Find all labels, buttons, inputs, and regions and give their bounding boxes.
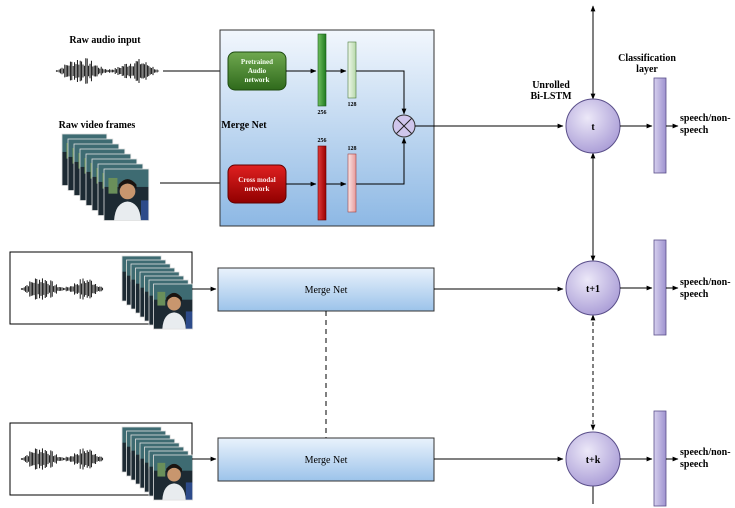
video-128-layer: [347, 153, 357, 213]
output-row2-line1: speech/non-: [680, 277, 731, 288]
classifier-bar-row3: [653, 410, 667, 507]
video-256-label: 256: [318, 138, 327, 144]
audio-256-label: 256: [318, 110, 327, 116]
audio-128-label: 128: [348, 102, 357, 108]
arrow-audio-128-to-merge-op: [356, 70, 407, 115]
audio-128-layer: [347, 41, 357, 99]
arrow-video-128-to-merge-op: [356, 137, 407, 185]
merge-net-row3-label: Merge Net: [305, 455, 348, 466]
audio-waveform-icon: [55, 58, 160, 84]
output-row3-line1: speech/non-: [680, 447, 731, 458]
output-row1-line2: speech: [680, 125, 709, 136]
unrolled-label: Unrolled: [532, 80, 570, 91]
audio-256-layer: [317, 33, 327, 107]
audio-waveform-icon: [20, 448, 104, 470]
lstm-node-tk-label: t+k: [586, 455, 601, 466]
audio-net-line-2: Audio: [248, 67, 267, 75]
merge-net-box-row3: [217, 437, 435, 482]
audio-net-line-3: network: [245, 76, 270, 84]
layer-label: layer: [636, 64, 658, 75]
cross-modal-network: [227, 164, 287, 204]
audio-waveform-icon: [20, 278, 104, 300]
merge-net-box-row2: [217, 267, 435, 312]
audio-net-line-1: Pretrained: [241, 58, 273, 66]
merge-net-title: Merge Net: [221, 120, 267, 131]
video-frames-icon: [121, 426, 194, 501]
output-row2-line2: speech: [680, 289, 709, 300]
classification-label: Classification: [618, 53, 676, 64]
bilstm-label: Bi-LSTM: [530, 91, 572, 102]
classifier-bar-row1: [653, 77, 667, 174]
merge-multiply-icon: [392, 114, 416, 138]
video-256-layer: [317, 145, 327, 221]
raw-video-frames-label: Raw video frames: [59, 120, 136, 131]
cross-net-line-2: network: [245, 185, 270, 193]
lstm-node-t1-label: t+1: [586, 284, 600, 295]
video-frames-icon: [121, 255, 194, 330]
video-frames-icon: [61, 133, 150, 221]
output-row1-line1: speech/non-: [680, 113, 731, 124]
output-row3-line2: speech: [680, 459, 709, 470]
raw-audio-input-label: Raw audio input: [69, 35, 141, 46]
lstm-node-t-label: t: [591, 122, 595, 133]
video-128-label: 128: [348, 146, 357, 152]
classifier-bar-row2: [653, 239, 667, 336]
cross-net-line-1: Cross modal: [238, 176, 275, 184]
merge-net-row2-label: Merge Net: [305, 285, 348, 296]
